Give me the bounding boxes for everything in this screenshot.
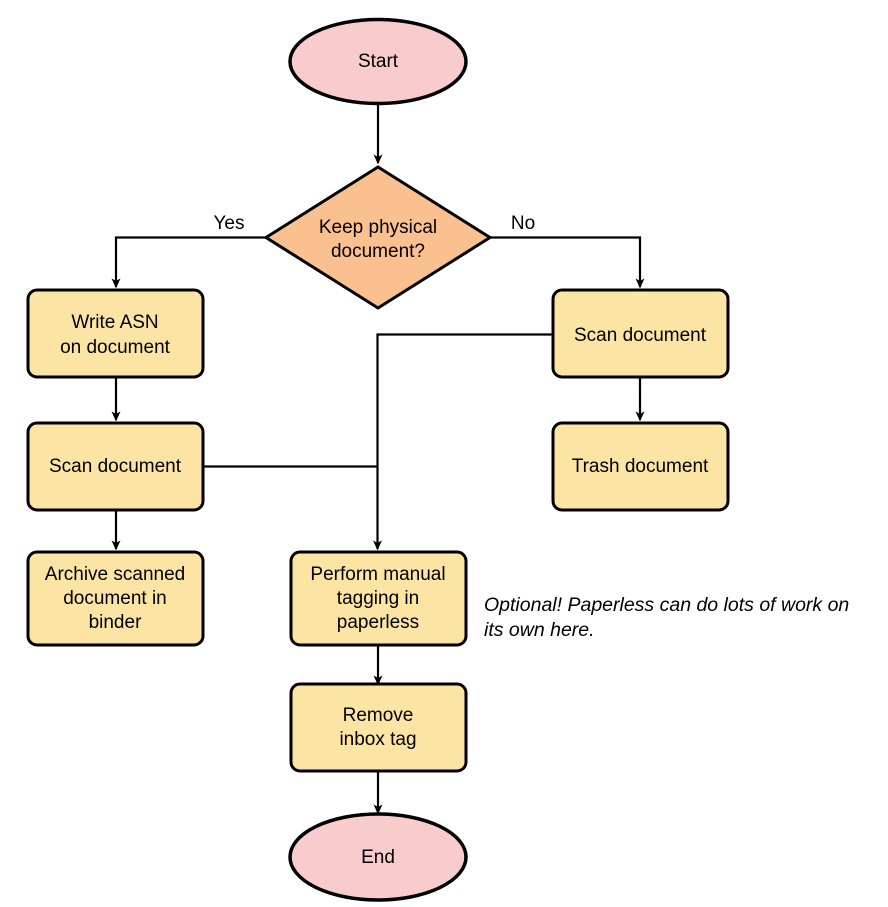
remove-inbox-tag-label-line-2: inbox tag <box>339 729 416 750</box>
write-asn-label-line-2: on document <box>60 337 171 358</box>
node-write-asn-on-document[interactable]: Write ASN on document <box>26 288 205 379</box>
node-remove-inbox-tag[interactable]: Remove inbox tag <box>289 682 468 773</box>
node-scan-document-left[interactable]: Scan document <box>26 421 205 512</box>
scan-document-right-label: Scan document <box>574 325 707 346</box>
edge-decision-no-to-scan-right <box>490 236 645 289</box>
edge-label-yes: Yes <box>214 213 245 234</box>
node-decision-keep-physical-document[interactable]: Keep physical document? <box>263 165 493 310</box>
decision-label-line-2: document? <box>331 241 425 262</box>
decision-label-line-1: Keep physical <box>319 217 437 238</box>
edge-decision-yes-to-write-asn <box>111 236 265 289</box>
edge-label-layer: Yes No <box>214 213 536 234</box>
trash-document-box[interactable] <box>551 421 730 512</box>
annotation-optional-note: Optional! Paperless can do lots of work … <box>484 594 849 641</box>
start-ellipse[interactable] <box>288 17 468 106</box>
write-asn-box[interactable] <box>26 288 205 379</box>
edge-layer <box>111 103 645 815</box>
archive-box[interactable] <box>26 550 205 647</box>
scan-document-left-label: Scan document <box>49 456 182 477</box>
node-trash-document[interactable]: Trash document <box>551 421 730 512</box>
decision-diamond[interactable] <box>263 165 493 310</box>
end-ellipse[interactable] <box>288 812 468 902</box>
tagging-label-line-3: paperless <box>337 612 419 633</box>
start-label: Start <box>358 51 399 72</box>
remove-inbox-tag-box[interactable] <box>289 682 468 773</box>
archive-label-line-2: document in <box>63 588 167 609</box>
node-archive-scanned-document[interactable]: Archive scanned document in binder <box>26 550 205 647</box>
archive-label-line-3: binder <box>89 612 142 633</box>
edge-scan-right-to-tagging <box>373 333 552 551</box>
tagging-label-line-2: tagging in <box>337 588 419 609</box>
node-perform-manual-tagging[interactable]: Perform manual tagging in paperless <box>289 550 468 647</box>
optional-note-line-2: its own here. <box>484 619 595 641</box>
node-start[interactable]: Start <box>288 17 468 106</box>
write-asn-label-line-1: Write ASN <box>71 312 158 333</box>
optional-note-line-1: Optional! Paperless can do lots of work … <box>484 594 849 616</box>
scan-document-right-box[interactable] <box>551 288 730 379</box>
trash-document-label: Trash document <box>572 456 709 477</box>
archive-label-line-1: Archive scanned <box>45 564 185 585</box>
tagging-label-line-1: Perform manual <box>310 564 445 585</box>
scan-document-left-box[interactable] <box>26 421 205 512</box>
node-end[interactable]: End <box>288 812 468 902</box>
remove-inbox-tag-label-line-1: Remove <box>343 705 414 726</box>
node-scan-document-right[interactable]: Scan document <box>551 288 730 379</box>
end-label: End <box>361 847 395 868</box>
edge-label-no: No <box>511 213 535 234</box>
tagging-box[interactable] <box>289 550 468 647</box>
